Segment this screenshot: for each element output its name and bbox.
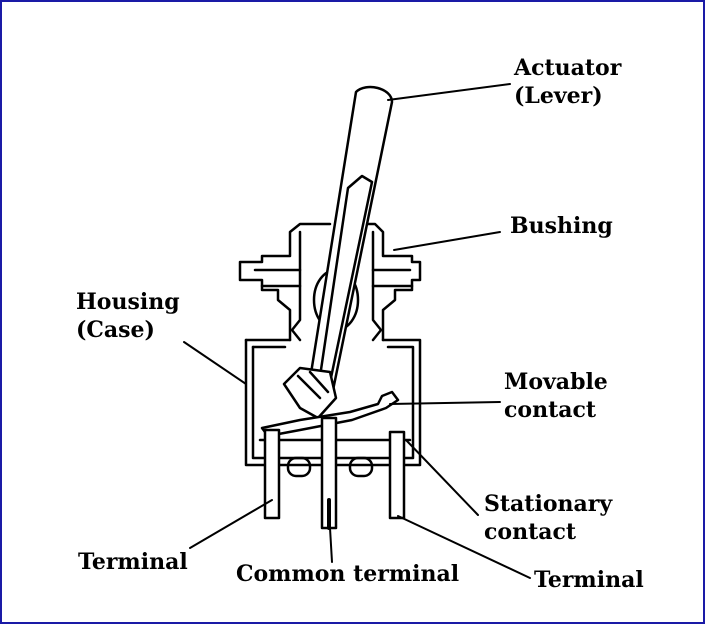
label-terminal-left: Terminal	[78, 549, 188, 575]
label-housing: Housing (Case)	[76, 289, 180, 343]
label-actuator: Actuator (Lever)	[514, 55, 622, 109]
actuator-lever	[282, 85, 394, 420]
label-stationary-contact: Stationary contact	[484, 491, 613, 545]
housing-case	[244, 338, 422, 467]
right-terminal	[388, 430, 406, 520]
label-terminal-right: Terminal	[534, 567, 644, 593]
label-movable-contact: Movable contact	[504, 369, 608, 423]
movable-contact	[260, 390, 400, 438]
left-terminal	[263, 428, 281, 520]
leader-lines	[183, 83, 531, 579]
common-terminal-pin	[320, 416, 338, 530]
label-common-terminal: Common terminal	[236, 561, 460, 587]
label-bushing: Bushing	[510, 213, 613, 239]
